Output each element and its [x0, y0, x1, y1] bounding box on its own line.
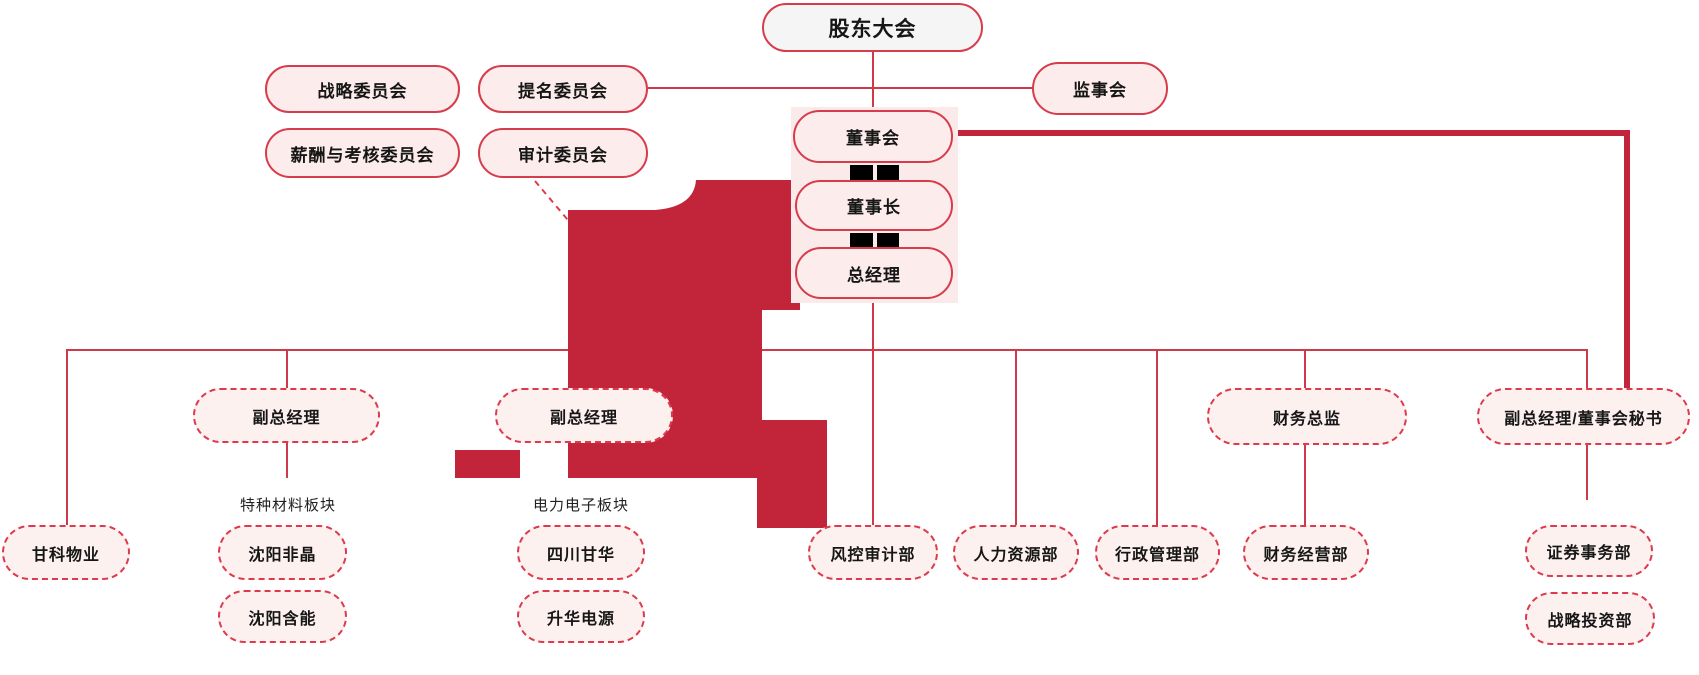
connector-segment — [66, 349, 1588, 351]
node-audit-committee: 审计委员会 — [478, 128, 648, 178]
node-strategy-committee: 战略委员会 — [265, 65, 460, 113]
node-label-finance-operations-dept: 财务经营部 — [1263, 546, 1349, 564]
connector-segment — [1304, 445, 1306, 525]
node-nomination-committee: 提名委员会 — [478, 65, 648, 113]
node-label-deputy-gm-1: 副总经理 — [252, 409, 321, 427]
node-label-shareholders-meeting: 股东大会 — [828, 17, 917, 41]
connector-segment — [66, 349, 68, 525]
node-securities-affairs-dept: 证券事务部 — [1525, 525, 1653, 577]
redaction-bar — [850, 233, 873, 247]
node-label-shenyang-feijing: 沈阳非晶 — [248, 546, 317, 564]
node-hr-dept: 人力资源部 — [953, 525, 1079, 580]
connector-segment — [286, 443, 288, 478]
node-shenghua-power: 升华电源 — [517, 590, 645, 643]
node-shenyang-feijing: 沈阳非晶 — [218, 525, 347, 580]
node-label-ganke-property: 甘科物业 — [31, 546, 100, 564]
connector-segment — [1156, 349, 1158, 525]
node-board-of-directors: 董事会 — [793, 110, 953, 163]
node-shenyang-hanneng: 沈阳含能 — [218, 590, 347, 643]
connector-segment — [1015, 349, 1017, 525]
node-deputy-gm-board-secretary: 副总经理/董事会秘书 — [1477, 388, 1690, 445]
redaction-bar — [850, 165, 873, 180]
node-general-manager: 总经理 — [795, 247, 953, 299]
node-label-hr-dept: 人力资源部 — [973, 546, 1059, 564]
connector-segment — [1586, 349, 1588, 388]
redaction-bar — [877, 165, 899, 180]
node-label-supervisory-board: 监事会 — [1073, 81, 1127, 100]
node-label-sichuan-ganhua: 四川甘华 — [546, 546, 615, 564]
node-label-risk-control-audit-dept: 风控审计部 — [830, 546, 916, 564]
node-label-compensation-assessment-committee: 薪酬与考核委员会 — [290, 145, 435, 165]
node-label-securities-affairs-dept: 证券事务部 — [1546, 545, 1632, 562]
node-deputy-gm-2: 副总经理 — [495, 388, 673, 443]
connector-segment — [872, 349, 874, 525]
node-cfo: 财务总监 — [1207, 388, 1407, 445]
node-label-board-of-directors: 董事会 — [846, 129, 900, 148]
redaction-bar — [877, 233, 899, 247]
node-label-strategy-committee: 战略委员会 — [317, 81, 408, 101]
node-label-shenyang-hanneng: 沈阳含能 — [248, 610, 317, 628]
node-admin-dept: 行政管理部 — [1095, 525, 1220, 580]
node-label-shenghua-power: 升华电源 — [546, 610, 615, 628]
node-sichuan-ganhua: 四川甘华 — [517, 525, 645, 580]
node-supervisory-board: 监事会 — [1032, 62, 1168, 115]
node-finance-operations-dept: 财务经营部 — [1243, 525, 1369, 580]
node-label-nomination-committee: 提名委员会 — [518, 81, 608, 101]
node-compensation-assessment-committee: 薪酬与考核委员会 — [265, 128, 460, 178]
thick-connector — [953, 130, 1630, 136]
node-risk-control-audit-dept: 风控审计部 — [808, 525, 938, 580]
node-label-deputy-gm-board-secretary: 副总经理/董事会秘书 — [1504, 410, 1663, 428]
label-power-electronics-segment: 电力电子板块 — [532, 497, 630, 514]
node-label-general-manager: 总经理 — [847, 265, 901, 285]
label-special-materials-segment: 特种材料板块 — [239, 497, 337, 514]
node-ganke-property: 甘科物业 — [2, 525, 130, 580]
node-shareholders-meeting: 股东大会 — [762, 3, 983, 52]
node-strategic-investment-dept: 战略投资部 — [1525, 592, 1655, 645]
connector-segment — [1304, 349, 1306, 388]
node-label-audit-committee: 审计委员会 — [518, 145, 608, 165]
node-label-strategic-investment-dept: 战略投资部 — [1547, 612, 1633, 630]
connector-segment — [648, 87, 1032, 89]
connector-segment — [286, 349, 288, 388]
connector-segment — [1586, 445, 1588, 500]
thick-connector — [1624, 130, 1630, 388]
node-label-admin-dept: 行政管理部 — [1114, 546, 1200, 564]
node-deputy-gm-1: 副总经理 — [193, 388, 380, 443]
node-chairman: 董事长 — [795, 180, 953, 231]
node-label-cfo: 财务总监 — [1272, 410, 1341, 428]
node-label-chairman: 董事长 — [847, 198, 901, 217]
node-label-deputy-gm-2: 副总经理 — [549, 409, 618, 427]
